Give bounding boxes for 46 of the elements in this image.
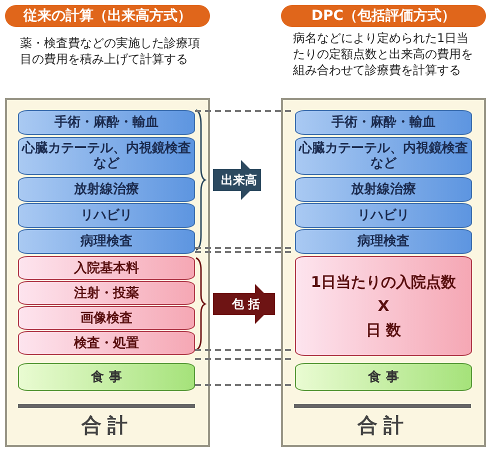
total-label: 合計 bbox=[80, 412, 134, 439]
item-label: 検査・処置 bbox=[74, 336, 139, 350]
item-label: リハビリ bbox=[80, 208, 132, 223]
cost-band bbox=[18, 306, 195, 330]
item-label: 病理検査 bbox=[80, 234, 132, 249]
section-heading: 従来の計算（出来高方式） bbox=[5, 5, 210, 27]
cost-band bbox=[18, 281, 195, 305]
item-label: リハビリ bbox=[358, 208, 410, 223]
cost-band bbox=[18, 110, 195, 135]
description-text: 薬・検査費などの実施した診療項目の費用を積み上げて計算する bbox=[20, 35, 201, 67]
description-text: 病名などにより定められた1日当たりの定額点数と出来高の費用を組み合わせて診療費を計算する bbox=[293, 30, 474, 78]
item-label: 入院基本料 bbox=[74, 260, 139, 276]
cost-band bbox=[295, 363, 472, 391]
block-arrow bbox=[213, 284, 275, 324]
formula-text: 日 数 bbox=[366, 320, 402, 341]
item-label: 放射線治療 bbox=[351, 182, 416, 197]
cost-band bbox=[18, 331, 195, 355]
cost-band bbox=[295, 229, 472, 254]
method-column bbox=[281, 5, 486, 447]
block-arrow bbox=[213, 160, 261, 200]
item-label: 注射・投薬 bbox=[74, 286, 139, 300]
cost-band bbox=[18, 363, 195, 391]
cost-band bbox=[18, 256, 195, 280]
cost-band bbox=[295, 177, 472, 202]
cost-band bbox=[18, 229, 195, 254]
item-label: 手術・麻酔・輸血 bbox=[54, 115, 158, 130]
item-label: 放射線治療 bbox=[74, 182, 139, 197]
edge-label: 出来高 bbox=[221, 172, 257, 188]
item-label: 画像検査 bbox=[80, 310, 132, 326]
item-label: 手術・麻酔・輸血 bbox=[332, 115, 436, 130]
edge-label: 包 括 bbox=[232, 296, 260, 312]
formula-text: X bbox=[378, 296, 390, 317]
cost-band bbox=[18, 203, 195, 228]
cost-band bbox=[295, 203, 472, 228]
cost-band bbox=[18, 177, 195, 202]
section-heading: DPC（包括評価方式） bbox=[281, 5, 486, 27]
item-label: 病理検査 bbox=[358, 234, 410, 249]
cost-block bbox=[295, 256, 472, 356]
method-column bbox=[5, 5, 210, 447]
item-label: 心臓カテーテル、内視鏡検査など bbox=[20, 141, 192, 171]
total-label: 合計 bbox=[356, 412, 410, 439]
item-label: 心臓カテーテル、内視鏡検査など bbox=[298, 141, 469, 171]
item-label: 食 事 bbox=[91, 370, 122, 384]
formula-text: 1日当たりの入院点数 bbox=[310, 272, 456, 293]
cost-band bbox=[295, 110, 472, 135]
item-label: 食 事 bbox=[368, 370, 399, 384]
